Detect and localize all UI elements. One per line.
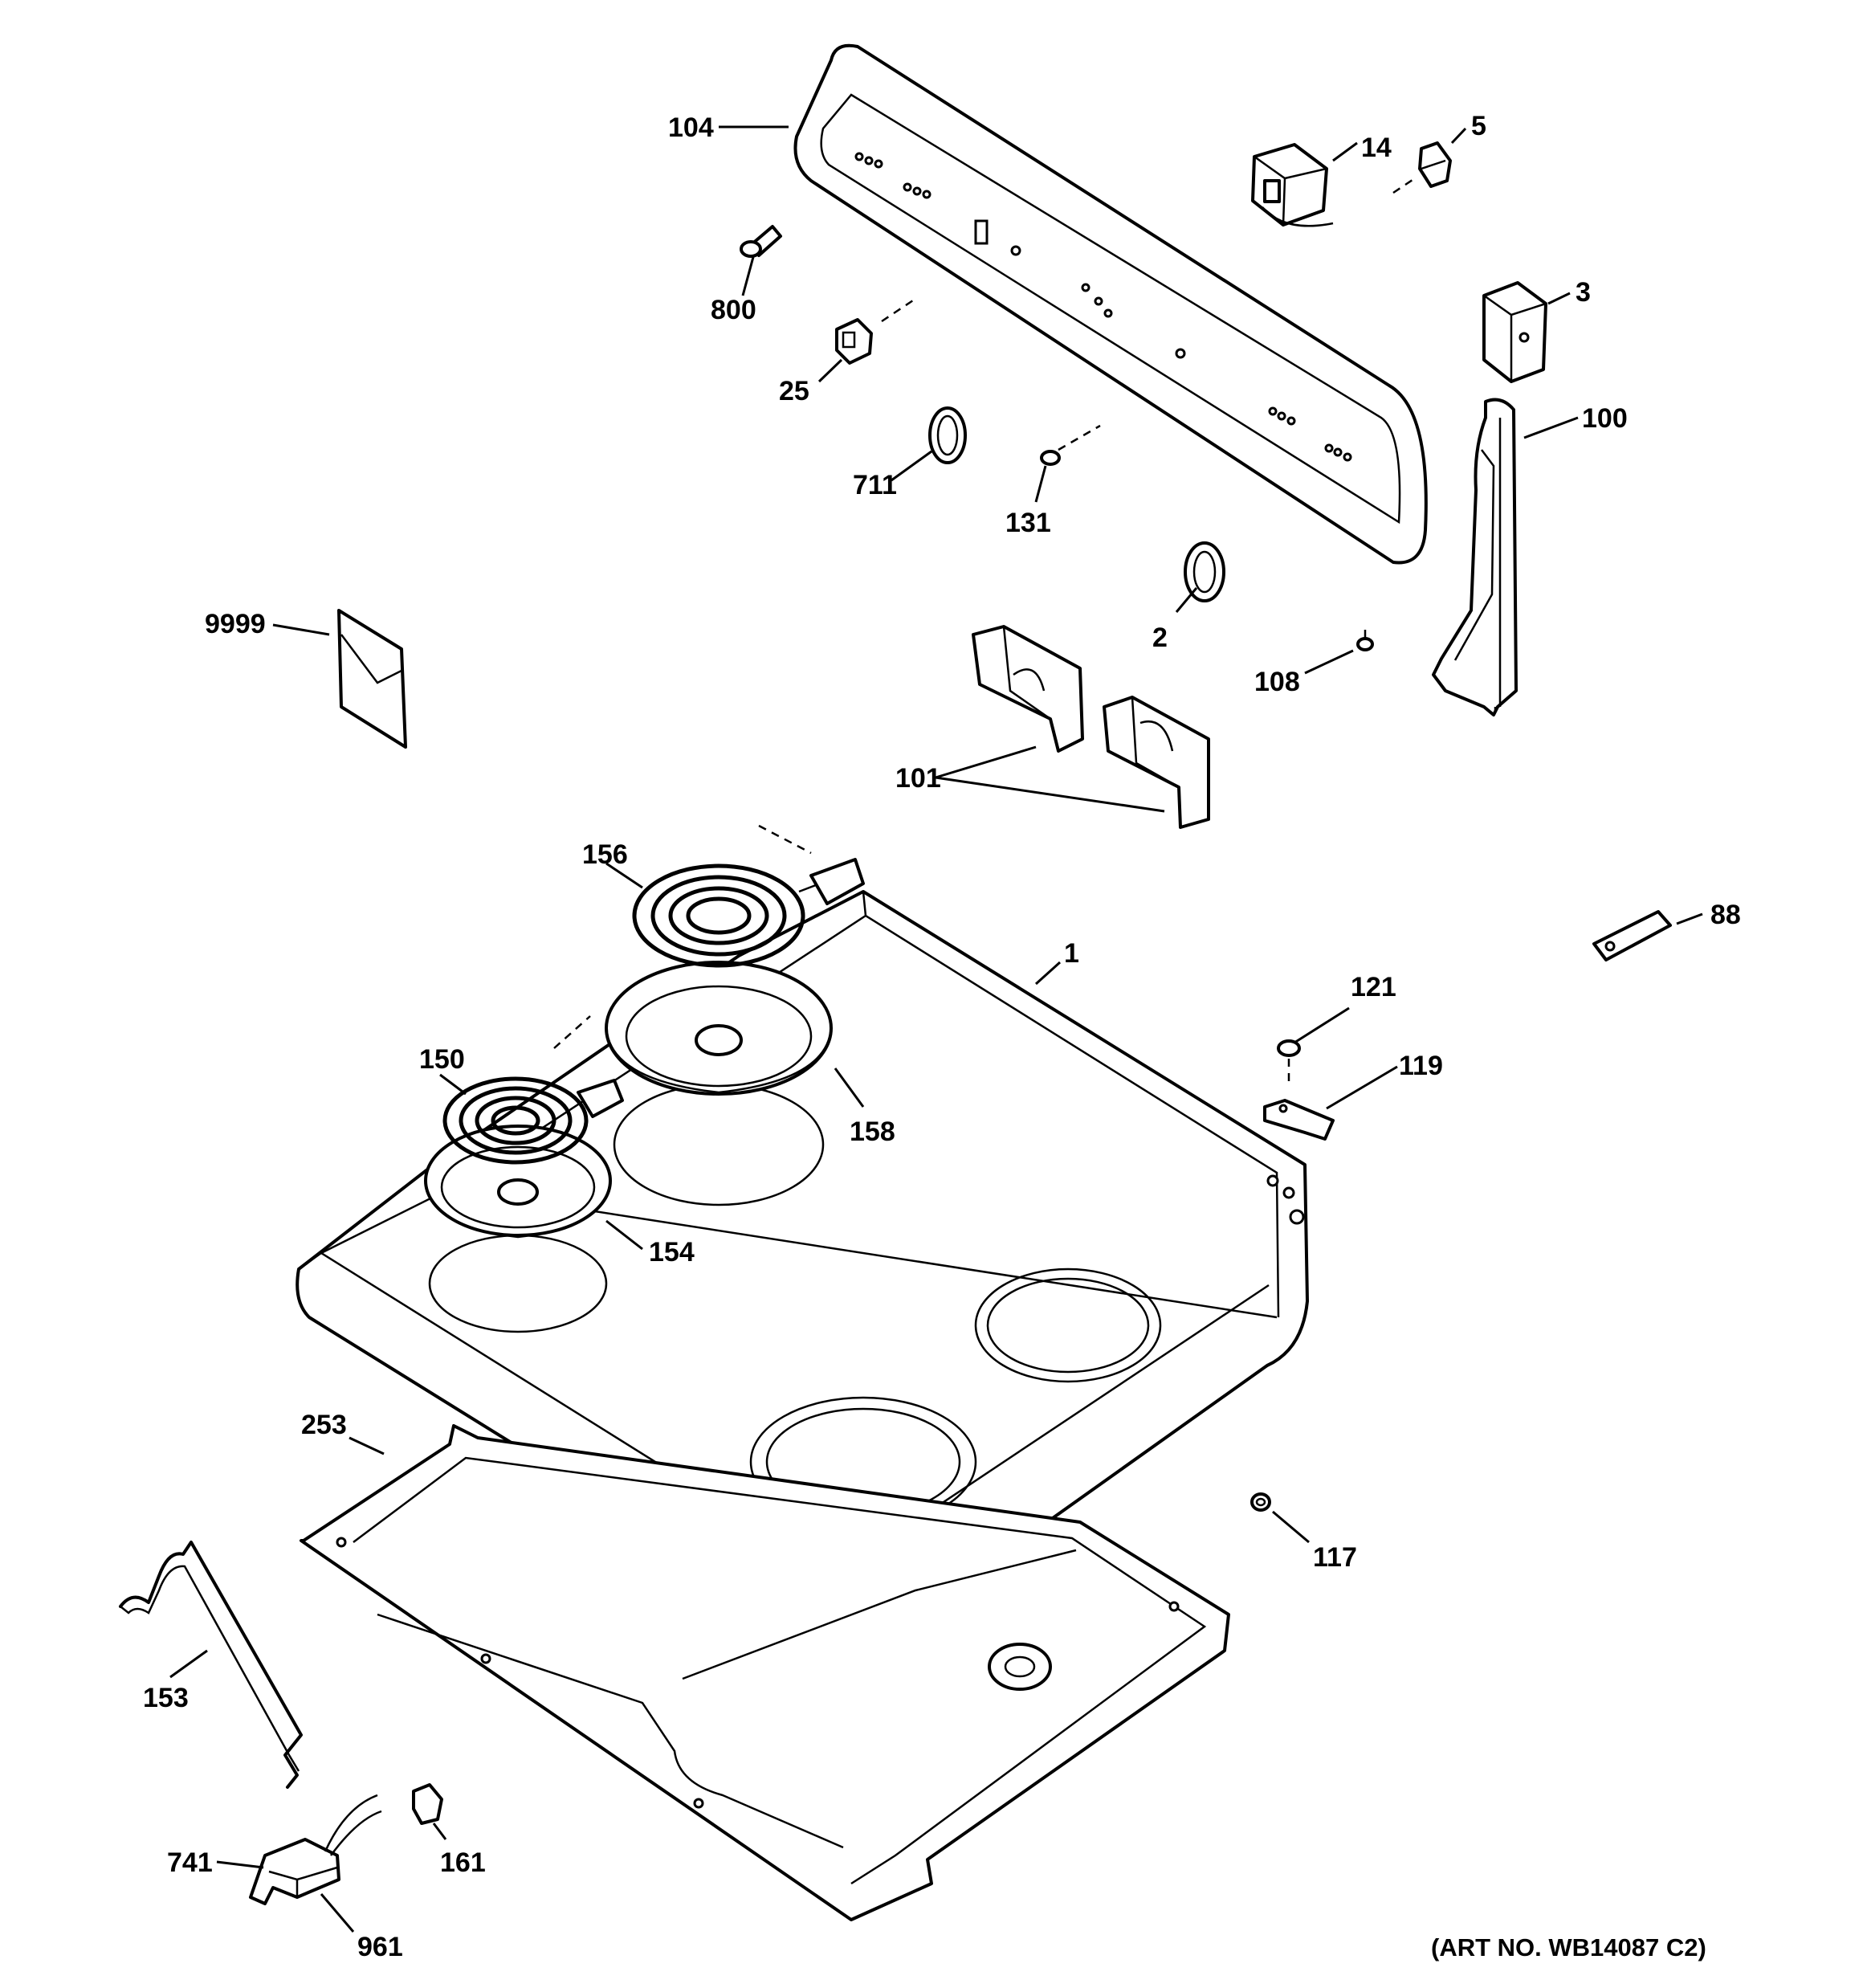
- literature-9999[interactable]: [337, 609, 407, 749]
- switch-5[interactable]: [1418, 141, 1452, 188]
- end-cap-100[interactable]: [1432, 398, 1518, 716]
- drip-pan-158[interactable]: [605, 961, 833, 1096]
- label-9999: 9999: [205, 609, 266, 639]
- label-121: 121: [1351, 972, 1396, 1002]
- clip-119[interactable]: [1263, 1099, 1335, 1141]
- label-158: 158: [850, 1116, 895, 1147]
- label-2: 2: [1152, 623, 1168, 653]
- clip-161[interactable]: [412, 1783, 443, 1825]
- label-104: 104: [668, 112, 714, 143]
- label-800: 800: [711, 295, 756, 325]
- label-711: 711: [853, 470, 897, 500]
- terminal-block-741-961[interactable]: [249, 1794, 382, 1905]
- label-117: 117: [1313, 1542, 1357, 1573]
- burner-box-253[interactable]: [300, 1424, 1230, 1921]
- label-119: 119: [1399, 1051, 1443, 1081]
- surface-element-156[interactable]: [632, 858, 865, 968]
- label-3: 3: [1576, 277, 1591, 308]
- indicator-light-25[interactable]: [835, 318, 873, 365]
- oven-control-switch-3[interactable]: [1482, 281, 1547, 383]
- hinge-88[interactable]: [1592, 910, 1672, 961]
- screw-131[interactable]: [1040, 450, 1061, 466]
- surface-element-150[interactable]: [442, 1076, 624, 1165]
- label-741: 741: [167, 1847, 213, 1878]
- leader-lines: [169, 125, 1703, 1933]
- wire-rod-153[interactable]: [119, 1541, 303, 1789]
- screw-108[interactable]: [1356, 630, 1374, 651]
- label-253: 253: [301, 1410, 347, 1440]
- label-108: 108: [1254, 667, 1300, 697]
- label-150: 150: [419, 1044, 465, 1075]
- screw-121[interactable]: [1277, 1039, 1301, 1084]
- label-14: 14: [1361, 133, 1392, 163]
- label-161: 161: [440, 1847, 486, 1878]
- brackets-101[interactable]: [972, 625, 1210, 829]
- label-5: 5: [1471, 111, 1486, 141]
- nut-117[interactable]: [1250, 1492, 1271, 1512]
- knob-711[interactable]: [928, 406, 967, 464]
- backsplash-panel-104[interactable]: [793, 43, 1428, 565]
- callout-labels: 104 14 5 800 25 3 100 711 131 9999 2 108…: [143, 111, 1741, 1962]
- label-101: 101: [895, 763, 941, 794]
- screw-800[interactable]: [740, 225, 782, 258]
- label-100: 100: [1582, 403, 1628, 434]
- art-number: (ART NO. WB14087 C2): [1431, 1933, 1706, 1961]
- label-961: 961: [357, 1932, 403, 1962]
- label-154: 154: [649, 1237, 695, 1268]
- knob-2[interactable]: [1184, 541, 1225, 602]
- infinite-switch-14[interactable]: [1251, 143, 1334, 227]
- label-156: 156: [582, 839, 628, 870]
- label-88: 88: [1710, 900, 1741, 930]
- label-153: 153: [143, 1683, 189, 1713]
- label-131: 131: [1005, 508, 1051, 538]
- label-1: 1: [1064, 938, 1079, 969]
- label-25: 25: [779, 376, 809, 406]
